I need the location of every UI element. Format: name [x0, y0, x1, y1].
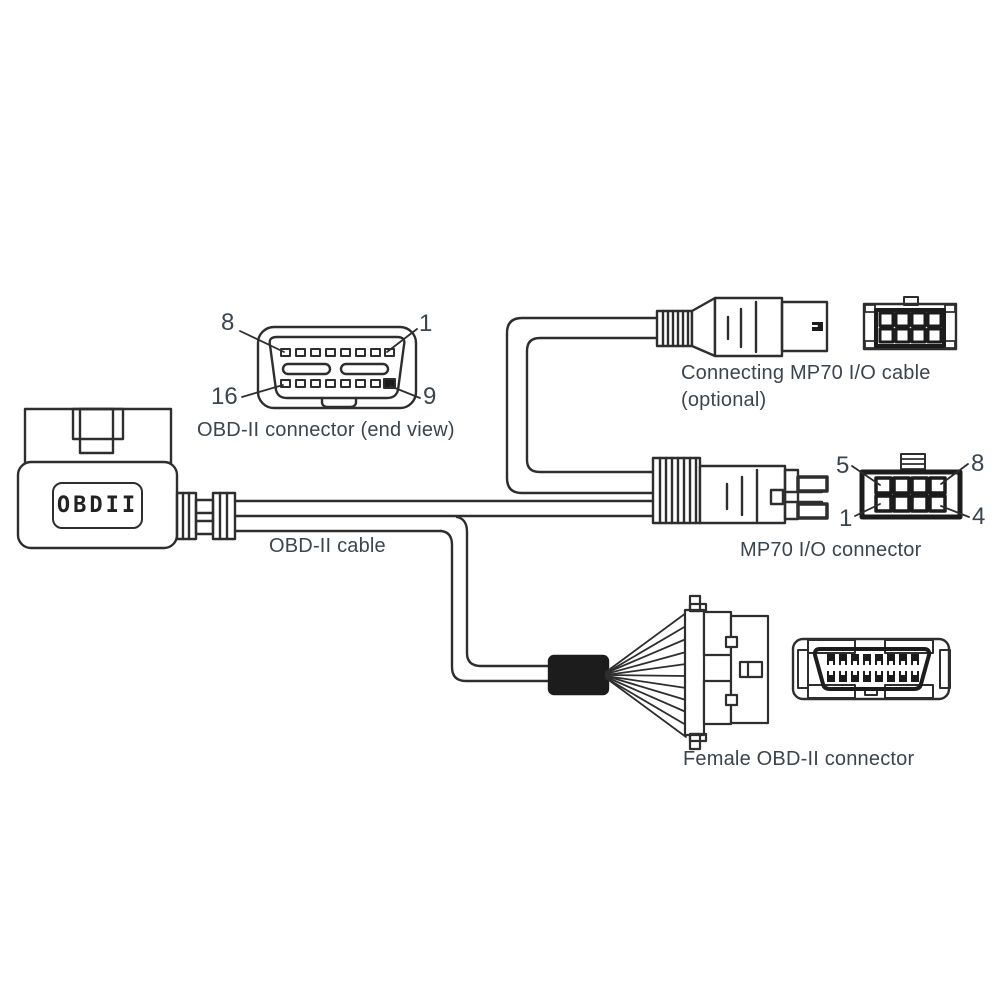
wires [605, 612, 687, 738]
female-housing-side-drawing [683, 594, 770, 751]
io-face-drawing [851, 453, 970, 520]
io-pin-label-8: 8 [971, 450, 985, 477]
obd2-end-view-drawing [239, 325, 421, 410]
io-face-leader-lines [851, 463, 970, 518]
obd2-plug-label: OBDII [56, 493, 139, 518]
cable-label: OBD-II cable [269, 535, 386, 557]
wire-boot-drawing [547, 612, 687, 738]
io-connector-caption: MP70 I/O connector [740, 539, 922, 561]
end-view-pin-label-9: 9 [423, 383, 437, 410]
obd2-plug-drawing [16, 407, 237, 550]
io-pin-label-1: 1 [839, 505, 853, 532]
optional-cable-caption-line2: (optional) [681, 389, 767, 411]
end-view-pin-label-1: 1 [419, 310, 433, 337]
io-pin-label-5: 5 [836, 452, 850, 479]
io-plug-drawing [651, 456, 829, 525]
female-connector-caption: Female OBD-II connector [683, 748, 915, 770]
end-view-leader-lines [239, 328, 421, 399]
io-pin-label-4: 4 [972, 503, 986, 530]
obd2-plug-strain-relief [175, 491, 237, 541]
end-view-pin-label-16: 16 [211, 383, 238, 410]
female-face-drawing [791, 637, 951, 701]
end-view-pin-label-8: 8 [221, 309, 235, 336]
end-view-caption: OBD-II connector (end view) [197, 419, 455, 441]
optional-cable-loop [505, 316, 659, 495]
female-face-pins [827, 654, 919, 682]
obd2-cable-lines [233, 499, 655, 683]
optional-cable-caption-line1: Connecting MP70 I/O cable [681, 362, 931, 384]
optional-cable-plug-drawing [655, 296, 829, 358]
optional-cable-face-drawing [862, 296, 958, 351]
